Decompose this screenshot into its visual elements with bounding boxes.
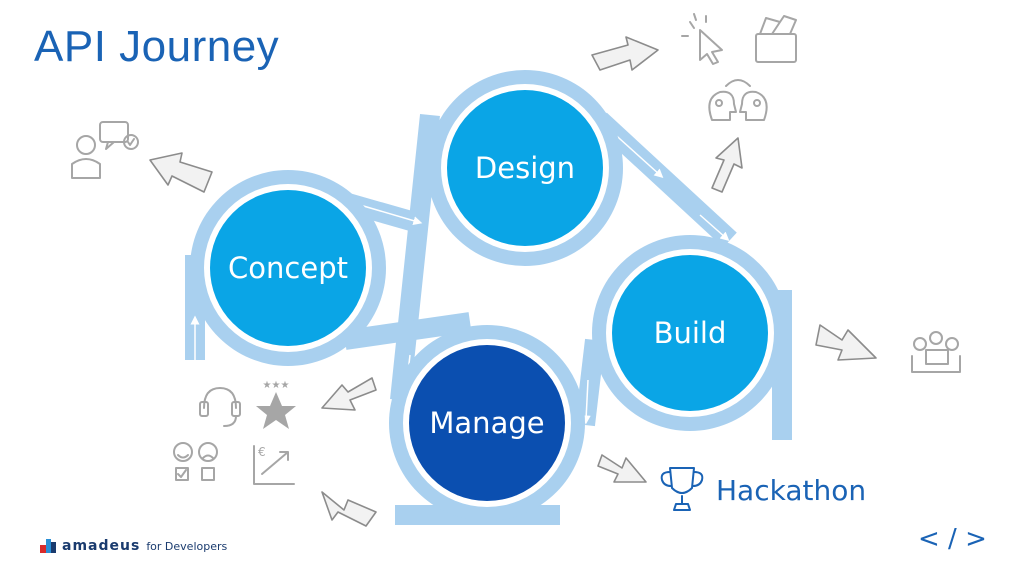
- sketch-arrow-icon: [149, 152, 213, 193]
- amadeus-logo-icon: [40, 539, 56, 553]
- node-design-label: Design: [475, 151, 575, 185]
- rating-star-icon: ★★★: [256, 380, 296, 429]
- node-concept-label: Concept: [228, 251, 348, 285]
- wallet-icon: [755, 15, 797, 63]
- page-title: API Journey: [34, 22, 280, 71]
- svg-text:★★★: ★★★: [263, 380, 290, 391]
- sketch-arrow-icon: [591, 36, 659, 71]
- headset-icon: [199, 387, 241, 427]
- svg-text:€: €: [258, 445, 266, 459]
- cursor-click-icon: [681, 13, 723, 65]
- sketch-arrow-icon: [815, 324, 877, 361]
- trophy-icon: [660, 467, 704, 511]
- sketch-arrow-icon: [711, 137, 743, 193]
- brand-name: amadeus: [62, 538, 141, 554]
- people-exchange-icon: [708, 79, 768, 121]
- node-manage: Manage: [409, 345, 565, 501]
- brand-logo: amadeus for Developers: [40, 538, 227, 554]
- node-manage-label: Manage: [429, 406, 544, 440]
- node-build: Build: [612, 255, 768, 411]
- euro-growth-chart-icon: €: [253, 445, 295, 485]
- person-checklist-icon: [71, 121, 139, 179]
- brand-sub: for Developers: [146, 539, 228, 553]
- hackathon-label: Hackathon: [716, 474, 867, 507]
- sketch-arrow-icon: [597, 454, 647, 483]
- smiley-feedback-icon: [173, 442, 218, 481]
- node-design: Design: [447, 90, 603, 246]
- node-concept: Concept: [210, 190, 366, 346]
- meeting-icon: [911, 331, 961, 373]
- sketch-arrow-icon: [321, 377, 377, 411]
- node-build-label: Build: [654, 316, 727, 350]
- code-icon: < / >: [918, 524, 987, 554]
- sketch-arrow-icon: [321, 491, 377, 527]
